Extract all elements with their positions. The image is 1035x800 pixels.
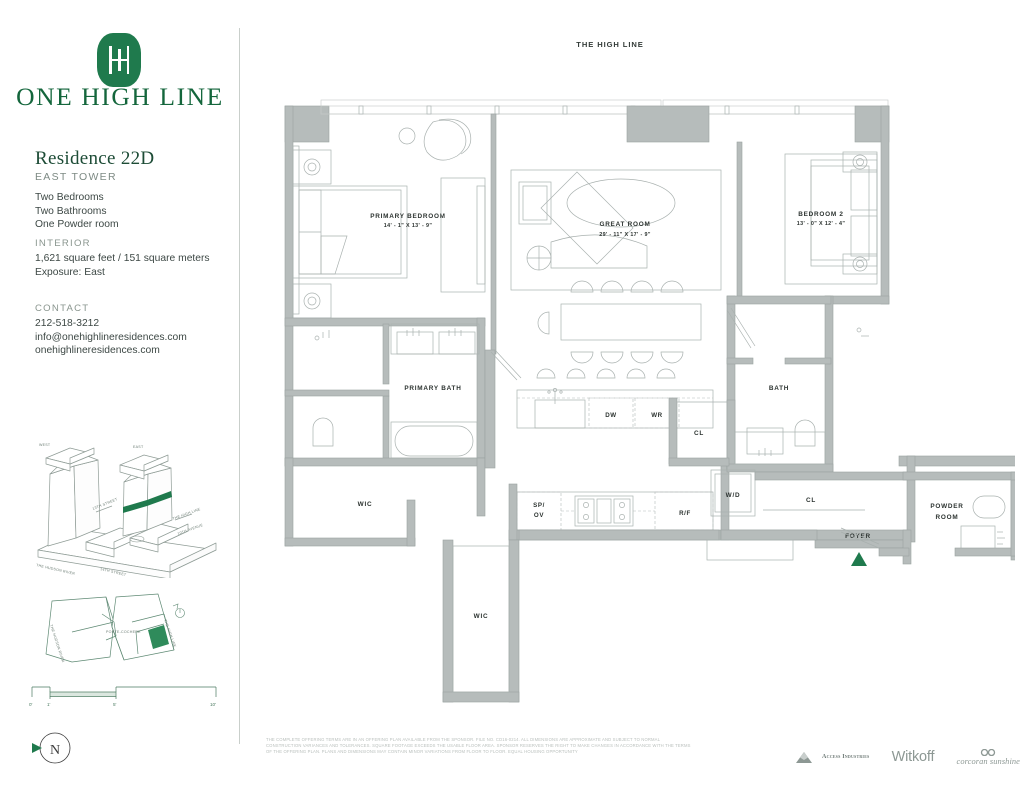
appliance-label-sp: SP/: [533, 502, 545, 509]
building-massing-diagram: EAST WEST 13TH STREET THE HIGH LINE THE …: [36, 443, 217, 578]
north-compass-icon: N: [32, 732, 71, 764]
room-label-wic-secondary: WIC: [474, 613, 489, 620]
closets: CL W/D CL: [668, 397, 908, 517]
kitchen: DW WR SP/ OV R/F: [484, 349, 722, 541]
logo-witkoff: Witkoff: [891, 749, 935, 765]
room-label-bath: BATH: [769, 385, 789, 392]
corcoran-mark-icon: [981, 748, 996, 756]
residence-title: Residence 22D: [35, 148, 155, 169]
room-bedroom-2: BEDROOM 2 13' - 0" X 12' - 4": [736, 141, 878, 303]
logo-access-label: Access Industries: [822, 754, 870, 760]
room-label-powder-room-line2: ROOM: [936, 514, 959, 521]
contact-website[interactable]: onehighlineresidences.com: [35, 345, 160, 357]
room-primary-bedroom: PRIMARY BEDROOM 14' - 1" X 13' - 9": [292, 118, 472, 319]
massing-label-east: EAST: [133, 445, 144, 449]
sponsor-logos: Access Industries Witkoff corcoran sunsh…: [795, 744, 1020, 770]
minimap-label-porte-cochere: PORTE-COCHERE: [106, 630, 141, 634]
compass-north-label: N: [50, 743, 60, 758]
legal-disclaimer: THE COMPLETE OFFERING TERMS ARE IN AN OF…: [266, 737, 691, 755]
contact-details: 212-518-3212 info@onehighlineresidences.…: [35, 317, 187, 358]
plan-header-high-line: THE HIGH LINE: [576, 40, 644, 49]
room-label-washer-dryer: W/D: [726, 492, 741, 499]
logo-access-industries: Access Industries: [795, 751, 870, 764]
room-label-powder-room-line1: POWDER: [930, 503, 963, 510]
residence-tower: EAST TOWER: [35, 171, 117, 183]
appliance-label-dw: DW: [605, 412, 617, 419]
sidebar-divider: [239, 28, 240, 744]
room-label-closet-2: CL: [806, 497, 816, 504]
scale-tick-1: 1': [47, 702, 51, 707]
contact-email[interactable]: info@onehighlineresidences.com: [35, 331, 187, 343]
massing-label-west: WEST: [39, 443, 51, 447]
spec-powder: One Powder room: [35, 219, 119, 231]
appliance-label-wr: WR: [651, 412, 663, 419]
scale-tick-10: 10': [210, 702, 216, 707]
interior-area: 1,621 square feet / 151 square meters: [35, 253, 210, 264]
logo-corcoran-sunshine: corcoran sunshine: [956, 748, 1021, 766]
brand-name: ONE HIGH LINE: [16, 82, 224, 111]
spec-bedrooms: Two Bedrooms: [35, 192, 104, 203]
contact-phone[interactable]: 212-518-3212: [35, 318, 100, 329]
room-great-room: GREAT ROOM 29' - 11" X 17' - 9": [440, 113, 722, 364]
site-minimap: THE HUDSON RIVER THE HIGH LINE PORTE-COC…: [45, 593, 185, 663]
scale-tick-5: 5': [113, 702, 117, 707]
room-wic-primary: WIC: [284, 457, 486, 547]
appliance-label-ov: OV: [534, 512, 544, 519]
contact-heading: CONTACT: [35, 303, 90, 314]
interior-exposure: Exposure: East: [35, 266, 105, 278]
room-primary-bath: PRIMARY BATH: [284, 317, 486, 467]
room-wic-secondary: WIC: [442, 539, 520, 703]
residence-specs: Two Bedrooms Two Bathrooms One Powder ro…: [35, 191, 119, 232]
appliance-label-rf: R/F: [679, 510, 691, 517]
floor-plan-drawing: .w { fill:#b6bcbb; stroke:#9aa3a1; strok…: [284, 99, 1015, 703]
room-label-bedroom-2: BEDROOM 2: [798, 211, 843, 218]
room-dim-bedroom-2: 13' - 0" X 12' - 4": [797, 221, 846, 227]
room-label-primary-bedroom: PRIMARY BEDROOM: [370, 213, 446, 220]
room-dim-great-room: 29' - 11" X 17' - 9": [599, 232, 651, 238]
scale-bar: 0' 1' 5' 10': [29, 686, 217, 707]
entry-arrow-icon: [851, 552, 867, 566]
room-label-foyer: FOYER: [845, 533, 871, 540]
massing-label-hudson-river: THE HUDSON RIVER: [36, 563, 76, 576]
massing-label-high-line: THE HIGH LINE: [172, 507, 201, 521]
room-bath: BATH: [726, 295, 869, 473]
room-label-great-room: GREAT ROOM: [599, 221, 650, 228]
logo-corcoran-label: corcoran sunshine: [956, 756, 1020, 766]
interior-details: 1,621 square feet / 151 square meters Ex…: [35, 252, 210, 279]
room-label-closet-1: CL: [694, 430, 704, 437]
exterior-walls: [284, 99, 890, 473]
spec-bathrooms: Two Bathrooms: [35, 205, 107, 217]
room-label-wic-primary: WIC: [358, 501, 373, 508]
one-high-line-monogram-icon: [97, 33, 141, 87]
scale-tick-0: 0': [29, 702, 33, 707]
room-label-primary-bath: PRIMARY BATH: [404, 385, 461, 392]
massing-label-14th-street: 14TH STREET: [100, 567, 127, 577]
sidebar: ONE HIGH LINE Residence 22D EAST TOWER T…: [0, 0, 240, 800]
room-dim-primary-bedroom: 14' - 1" X 13' - 9": [384, 223, 433, 229]
mountain-icon: [796, 751, 812, 763]
interior-heading: INTERIOR: [35, 238, 91, 249]
lower-walls: [490, 307, 1015, 561]
